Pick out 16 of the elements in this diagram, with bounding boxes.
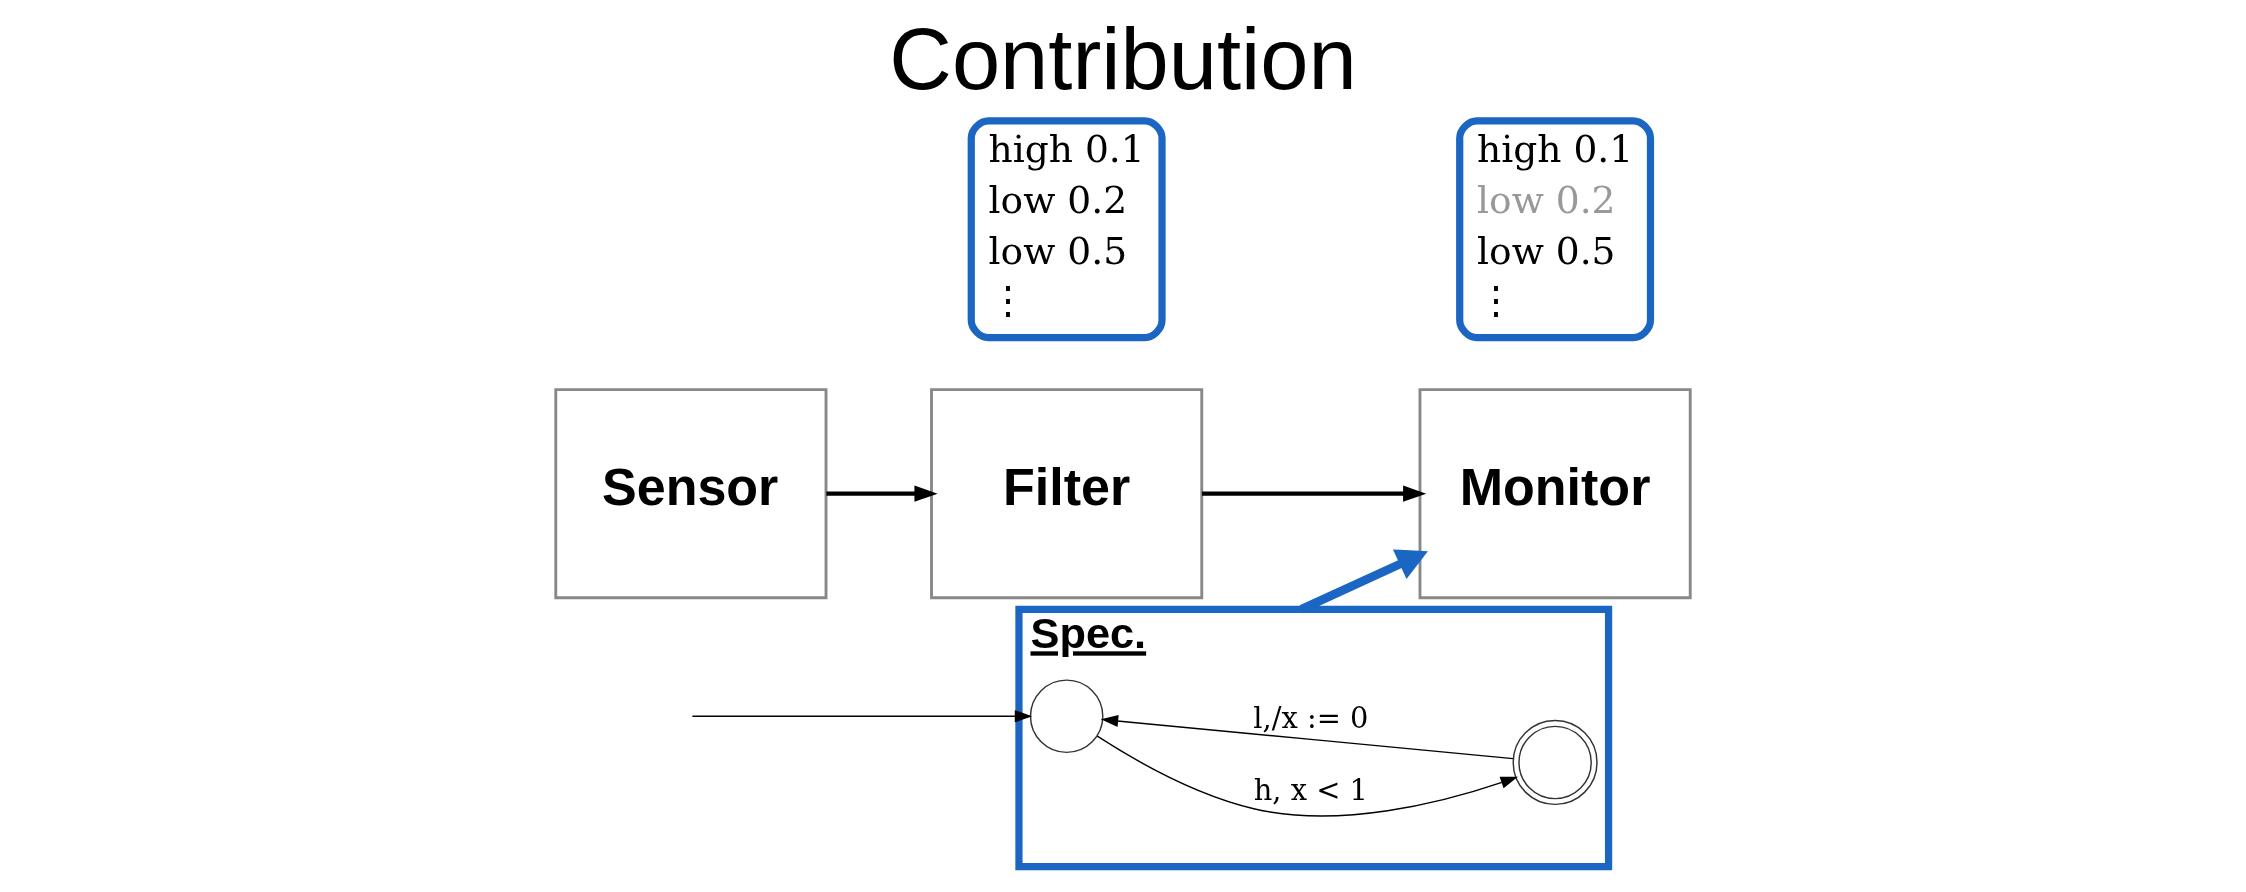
node-box: Sensor xyxy=(554,388,828,600)
node-circle xyxy=(1029,679,1104,754)
node-box: Monitor xyxy=(1418,388,1692,600)
node-box: high 0.1 low 0.2 low 0.5 ⋮ xyxy=(1456,117,1655,342)
edge-label: l,/x := 0 xyxy=(1253,700,1369,735)
diagram-title: Contribution xyxy=(889,11,1357,108)
node-box: high 0.1 low 0.2 low 0.5 ⋮ xyxy=(967,117,1166,342)
arrow xyxy=(1299,549,1428,614)
node-box: Filter xyxy=(930,388,1204,600)
arrow xyxy=(826,485,938,502)
edge-label: h, x < 1 xyxy=(1253,773,1368,808)
node-doublecircle xyxy=(1512,719,1598,806)
arrow xyxy=(691,710,1033,723)
arrow xyxy=(1096,735,1518,817)
arrow xyxy=(1100,714,1514,760)
arrow xyxy=(1202,485,1427,502)
